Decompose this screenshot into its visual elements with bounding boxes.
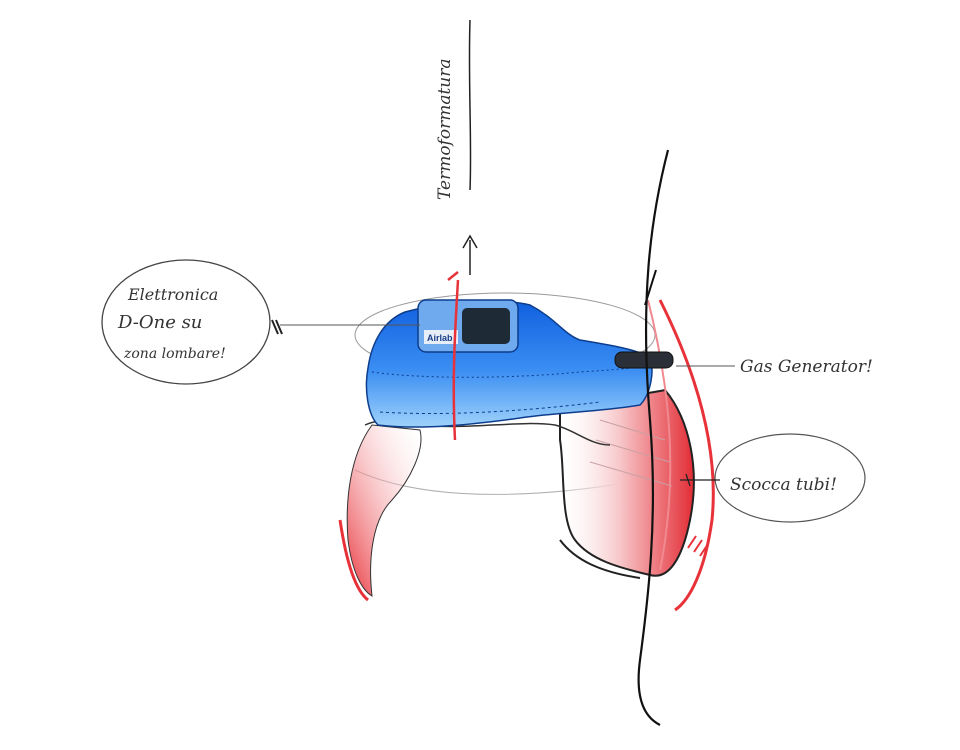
airbag-seam-lines: [589, 419, 673, 487]
lower-right-leader: [680, 473, 720, 487]
top-bracket: [468, 19, 472, 191]
gas-generator: [614, 351, 674, 369]
lower-right-note: Scocca tubi!: [730, 475, 837, 495]
left-note-line2: D-One su: [117, 312, 202, 333]
top-leader-line: [462, 234, 478, 275]
right-label: Gas Generator!: [740, 357, 873, 377]
right-black-construction: [637, 149, 670, 726]
left-leader-arrow: [271, 319, 283, 335]
left-note-line1: Elettronica: [127, 285, 218, 304]
red-hatch-marks: [687, 535, 709, 557]
lower-outline: [559, 539, 641, 579]
top-red-tick: [447, 271, 459, 281]
right-red-stroke: [658, 299, 715, 612]
right-black-short: [644, 269, 657, 306]
blue-shell-stitch: [379, 401, 601, 415]
lower-right-note-bubble: [714, 433, 866, 523]
left-note-line3: zona lombare!: [123, 346, 226, 362]
left-red-stroke: [338, 519, 369, 602]
top-label: Termoformatura: [435, 58, 455, 200]
right-red-stroke-2: [647, 299, 672, 571]
module-display: [462, 308, 510, 344]
airlab-logo: Airlab: [427, 333, 453, 343]
airlab-logo-plate: [424, 330, 458, 344]
right-airbag-body: [559, 388, 695, 577]
left-note-bubble: [101, 259, 271, 385]
left-airbag-lobe: [346, 424, 422, 597]
center-red-line: [452, 279, 460, 441]
